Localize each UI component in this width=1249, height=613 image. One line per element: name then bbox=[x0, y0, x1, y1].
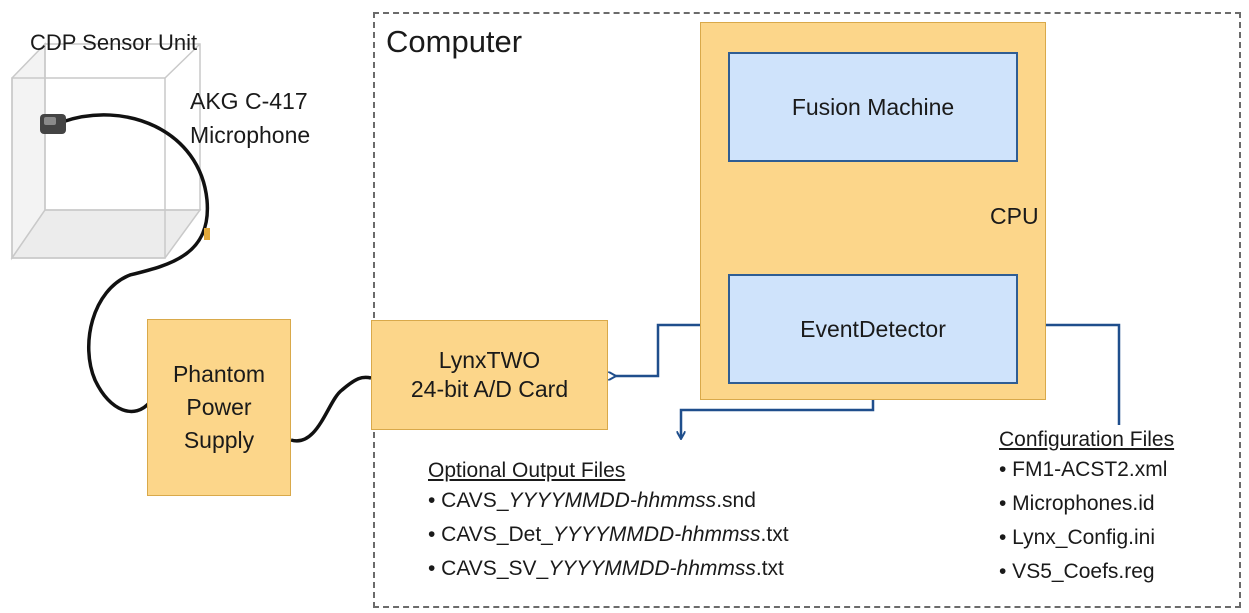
event-detector-box: EventDetector bbox=[728, 274, 1018, 384]
configuration-files: Configuration Files • FM1-ACST2.xml • Mi… bbox=[999, 428, 1174, 584]
phantom-to-lynx-cable bbox=[290, 375, 372, 443]
config-file-item: • Microphones.id bbox=[999, 492, 1155, 515]
phantom-power-line2: Power bbox=[186, 394, 252, 420]
lynx-card-box: LynxTWO 24-bit A/D Card bbox=[371, 320, 608, 430]
cpu-label: CPU bbox=[990, 203, 1039, 229]
sensor-enclosure bbox=[10, 42, 202, 261]
sensor-enclosure-floor bbox=[10, 209, 202, 259]
output-file-item: • CAVS_Det_YYYYMMDD-hhmmss.txt bbox=[428, 523, 789, 546]
microphone-icon bbox=[40, 114, 66, 134]
event-detector-label: EventDetector bbox=[800, 315, 946, 342]
microphone-cable bbox=[61, 113, 210, 413]
sensor-enclosure-front bbox=[11, 77, 166, 259]
optional-output-heading: Optional Output Files bbox=[428, 459, 626, 482]
computer-label: Computer bbox=[386, 24, 523, 59]
lynx-card-type: 24-bit A/D Card bbox=[410, 376, 569, 402]
sensor-enclosure-back bbox=[44, 43, 201, 211]
phantom-power-line1: Phantom bbox=[172, 361, 266, 387]
computer-boundary bbox=[373, 12, 1241, 608]
lynx-card-name: LynxTWO bbox=[438, 347, 541, 373]
output-file-item: • CAVS_SV_YYYYMMDD-hhmmss.txt bbox=[428, 557, 784, 580]
fusion-machine-label: Fusion Machine bbox=[791, 93, 955, 120]
config-event-arrow bbox=[1025, 325, 1121, 425]
lynx-event-arrow bbox=[615, 325, 721, 376]
fusion-machine-box: Fusion Machine bbox=[728, 52, 1018, 162]
config-file-item: • VS5_Coefs.reg bbox=[999, 560, 1155, 583]
configuration-heading: Configuration Files bbox=[999, 428, 1175, 451]
phantom-power-line3: Supply bbox=[183, 427, 255, 453]
sensor-unit-title: CDP Sensor Unit bbox=[30, 30, 198, 55]
microphone-label: AKG C-417 Microphone bbox=[190, 88, 311, 148]
phantom-power-box: Phantom Power Supply bbox=[147, 319, 291, 496]
microphone-connector bbox=[204, 228, 210, 240]
optional-output-files: Optional Output Files • CAVS_YYYYMMDD-hh… bbox=[428, 459, 789, 581]
config-file-item: • FM1-ACST2.xml bbox=[999, 458, 1168, 481]
output-file-item: • CAVS_YYYYMMDD-hhmmss.snd bbox=[428, 489, 756, 512]
config-file-item: • Lynx_Config.ini bbox=[999, 526, 1155, 549]
